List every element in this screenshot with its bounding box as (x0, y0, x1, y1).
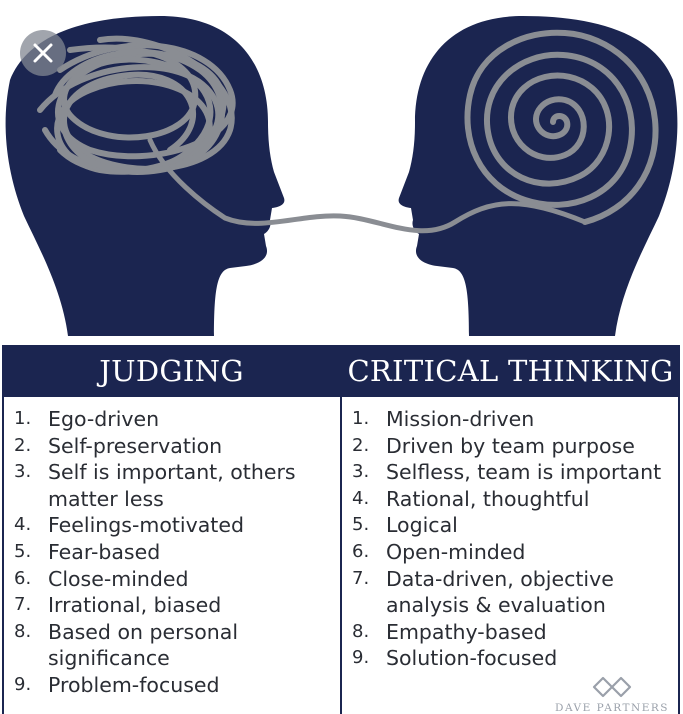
list-item: 3.Self is important, others matter less (14, 460, 296, 511)
diamond-logo-icon (592, 676, 632, 698)
tangled-scribble (37, 35, 236, 175)
list-item: 4.Feelings-motivated (14, 513, 244, 538)
right-head-silhouette (398, 16, 678, 336)
close-button[interactable] (20, 30, 66, 76)
table-header: JUDGING CRITICAL THINKING (2, 345, 680, 397)
list-item: 2.Self-preservation (14, 433, 223, 458)
list-item: 9.Problem-focused (14, 672, 220, 697)
close-icon (33, 43, 53, 63)
connecting-string (147, 137, 588, 234)
list-item: 9.Solution-focused (352, 646, 558, 671)
list-item: 5.Logical (352, 513, 458, 538)
two-heads-illustration (5, 16, 678, 336)
list-item: 7.Data-driven, objective analysis & eval… (352, 566, 614, 618)
dave-partners-logo: DAVE PARTNERS (554, 675, 670, 714)
logo-text: DAVE PARTNERS (555, 702, 669, 714)
list-item: 5.Fear-based (14, 539, 161, 564)
list-item: 8.Based on personal significance (14, 619, 239, 671)
list-item: 2.Driven by team purpose (352, 433, 635, 458)
list-item: 7.Irrational, biased (14, 593, 222, 618)
judging-title: JUDGING (99, 354, 244, 388)
list-item: 6.Open-minded (352, 539, 526, 564)
list-item: 4.Rational, thoughtful (352, 486, 590, 511)
list-item: 1.Mission-driven (352, 407, 535, 431)
comparison-table: 1.Ego-driven 2.Self-preservation 3.Self … (2, 397, 680, 714)
judging-column: 1.Ego-driven 2.Self-preservation 3.Self … (4, 397, 340, 714)
critical-thinking-column: 1.Mission-driven 2.Driven by team purpos… (340, 397, 678, 714)
list-item: 6.Close-minded (14, 566, 189, 591)
critical-thinking-title: CRITICAL THINKING (347, 354, 674, 388)
critical-thinking-list: 1.Mission-driven 2.Driven by team purpos… (342, 397, 678, 672)
list-item: 1.Ego-driven (14, 407, 160, 431)
judging-list: 1.Ego-driven 2.Self-preservation 3.Self … (4, 397, 340, 699)
list-item: 3.Selfless, team is important (352, 460, 662, 485)
list-item: 8.Empathy-based (352, 619, 547, 644)
spiral (464, 29, 659, 225)
